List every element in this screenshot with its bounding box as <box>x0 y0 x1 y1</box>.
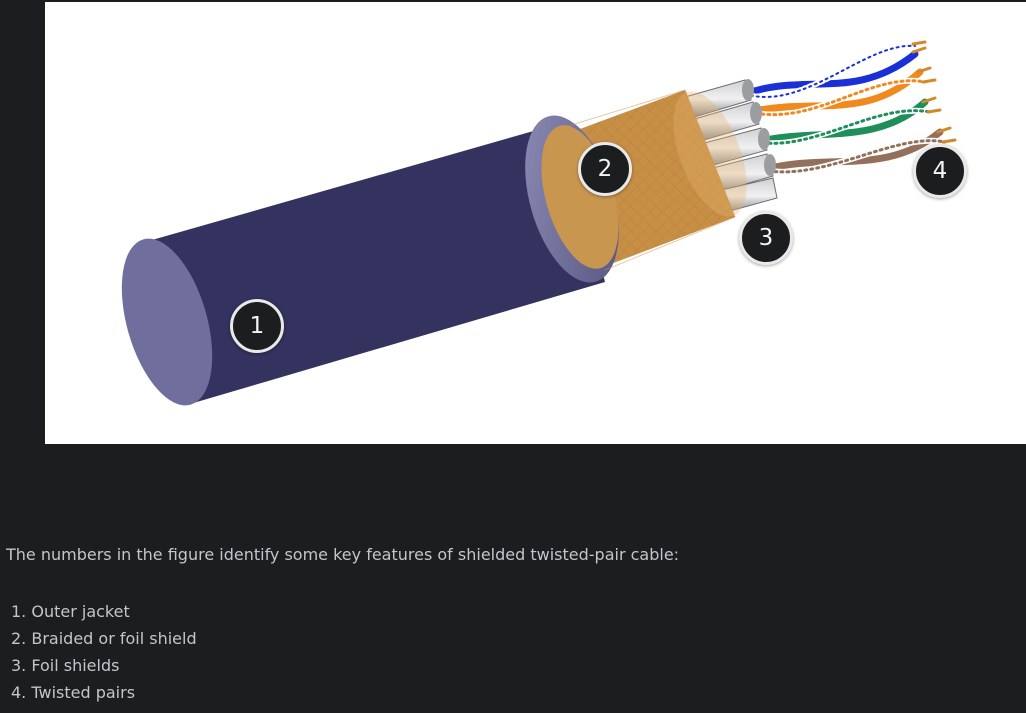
marker-3-foil-shields: 3 <box>739 211 793 265</box>
twisted-pairs <box>741 40 957 175</box>
figure-caption: The numbers in the figure identify some … <box>6 545 680 564</box>
marker-1-outer-jacket: 1 <box>230 299 284 353</box>
marker-4-twisted-pairs: 4 <box>913 144 967 198</box>
marker-2-braided-shield: 2 <box>578 142 632 196</box>
list-item: 2. Braided or foil shield <box>11 629 197 648</box>
stp-cable-illustration <box>121 40 957 406</box>
list-item: 1. Outer jacket <box>11 602 130 621</box>
list-item: 3. Foil shields <box>11 656 120 675</box>
feature-list: 1. Outer jacket 2. Braided or foil shiel… <box>11 598 197 706</box>
list-item: 4. Twisted pairs <box>11 683 136 702</box>
cable-figure: 1 2 3 4 <box>45 2 1026 444</box>
